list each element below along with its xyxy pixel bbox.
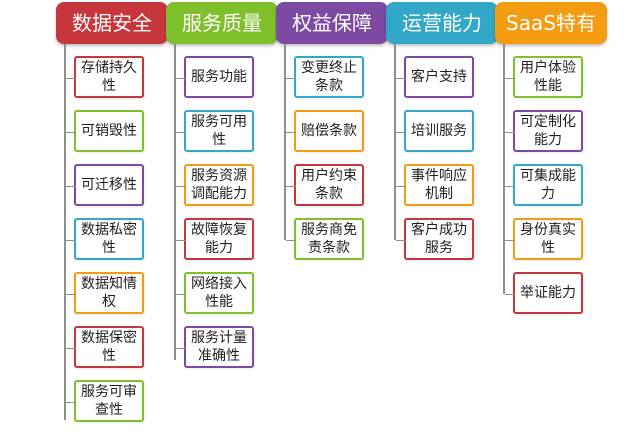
column-header-saas-specific: SaaS特有	[495, 2, 607, 44]
item-customizability: 可定制化能力	[505, 110, 583, 152]
item-service-availability: 服务可用性	[176, 110, 254, 152]
item-identity-authenticity: 身份真实性	[505, 218, 583, 260]
item-data-confidentiality: 数据保密性	[66, 326, 144, 368]
item-compensation-clause: 赔偿条款	[286, 110, 364, 152]
column-connector-operations-capability	[394, 44, 396, 240]
item-data-right-to-know: 数据知情权	[66, 272, 144, 314]
column-connector-saas-specific	[503, 44, 505, 294]
item-user-experience-performance: 用户体验性能	[505, 56, 583, 98]
item-storage-durability: 存储持久性	[66, 56, 144, 98]
item-customer-support: 客户支持	[396, 56, 474, 98]
column-connector-data-security	[64, 44, 66, 420]
item-evidence-capability: 举证能力	[505, 272, 583, 314]
item-change-termination-clause: 变更终止条款	[286, 56, 364, 98]
column-header-rights-protection: 权益保障	[276, 2, 388, 44]
item-incident-response-mechanism: 事件响应机制	[396, 164, 474, 206]
column-connector-rights-protection	[284, 44, 286, 240]
item-migratability: 可迁移性	[66, 164, 144, 206]
item-customer-success-service: 客户成功服务	[396, 218, 474, 260]
item-provider-disclaimer-clause: 服务商免责条款	[286, 218, 364, 260]
column-connector-service-quality	[174, 44, 176, 360]
item-destroyability: 可销毁性	[66, 110, 144, 152]
item-service-functions: 服务功能	[176, 56, 254, 98]
item-service-metering-accuracy: 服务计量准确性	[176, 326, 254, 368]
item-network-access-performance: 网络接入性能	[176, 272, 254, 314]
column-header-operations-capability: 运营能力	[386, 2, 498, 44]
item-user-restriction-clause: 用户约束条款	[286, 164, 364, 206]
column-header-service-quality: 服务质量	[166, 2, 278, 44]
column-header-data-security: 数据安全	[56, 2, 168, 44]
item-resource-allocation-capability: 服务资源调配能力	[176, 164, 254, 206]
item-data-privacy: 数据私密性	[66, 218, 144, 260]
item-service-auditability: 服务可审查性	[66, 380, 144, 422]
item-fault-recovery-capability: 故障恢复能力	[176, 218, 254, 260]
item-integrability: 可集成能力	[505, 164, 583, 206]
item-training-service: 培训服务	[396, 110, 474, 152]
